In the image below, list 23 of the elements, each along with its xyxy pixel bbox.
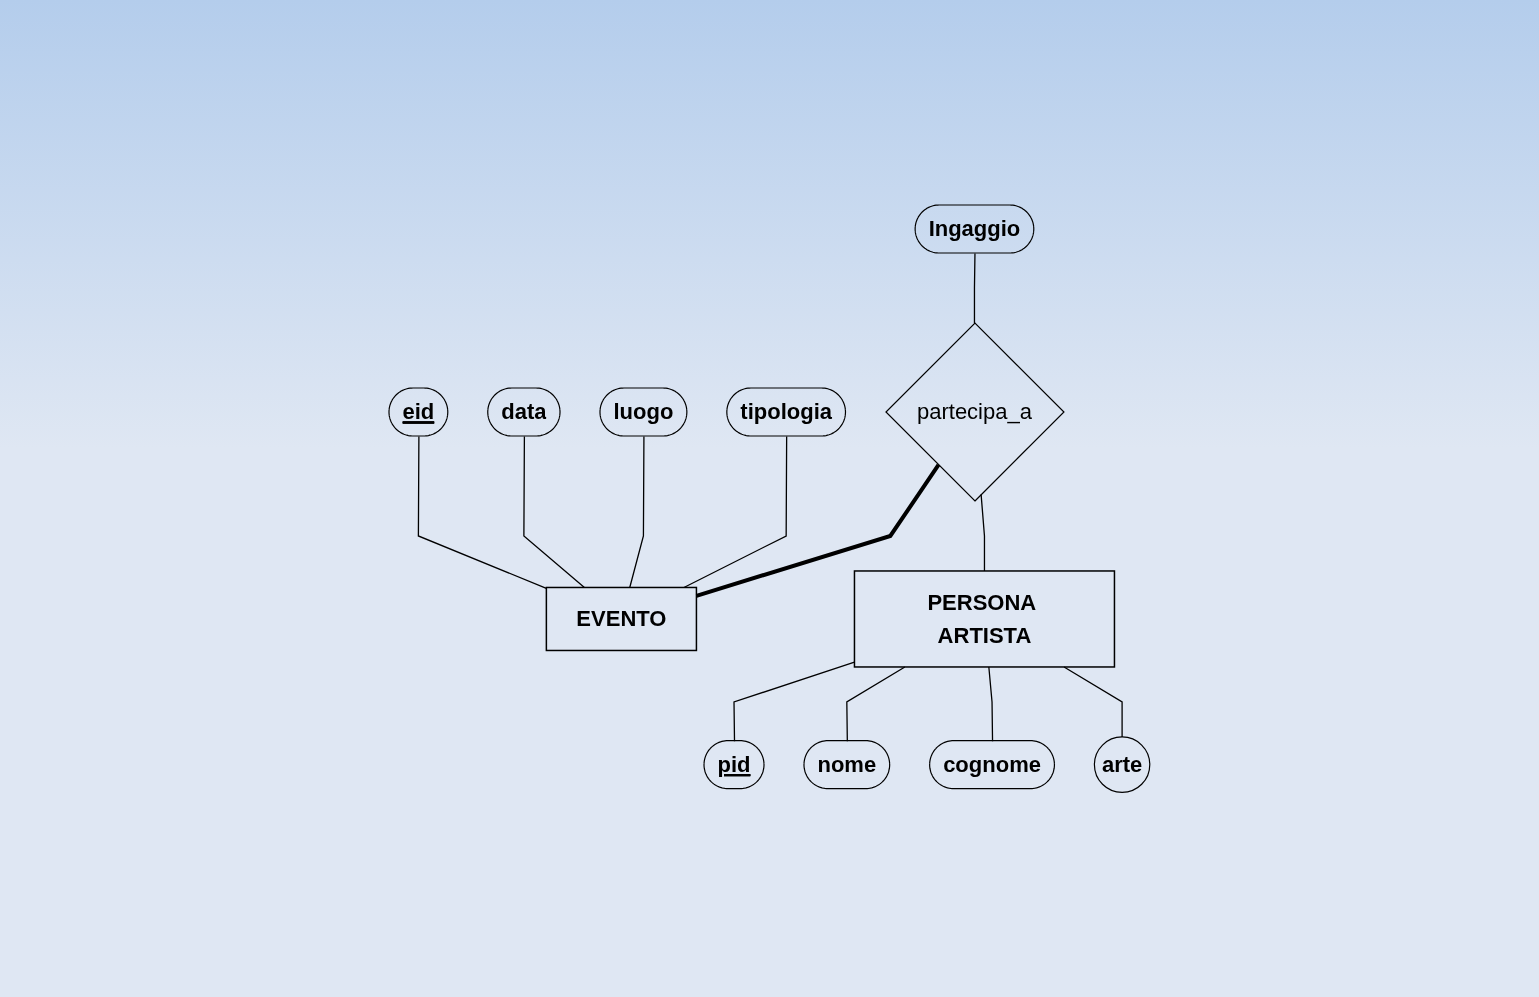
node-text: data — [501, 399, 547, 425]
node-circle: arte — [1093, 736, 1151, 793]
node-text: eid — [402, 399, 435, 425]
node-text: Ingaggio — [928, 216, 1021, 242]
connector — [683, 435, 788, 588]
node-diamond: partecipa_a — [885, 321, 1065, 502]
connector — [523, 435, 586, 588]
connector — [733, 661, 856, 742]
connector — [980, 493, 986, 572]
connector — [695, 463, 941, 598]
connector — [629, 435, 645, 588]
connector — [846, 666, 906, 742]
node-box: PERSONA ARTISTA — [853, 570, 1116, 668]
node-text: nome — [817, 751, 877, 777]
connector — [417, 435, 548, 589]
node-text: tipologia — [740, 399, 833, 425]
node-text: cognome — [943, 751, 1042, 777]
node-text: pid — [717, 751, 751, 777]
node-box: EVENTO — [545, 586, 698, 652]
node-text: luogo — [613, 399, 674, 425]
connector — [973, 252, 976, 324]
connector — [988, 666, 994, 742]
connector — [1063, 666, 1123, 738]
